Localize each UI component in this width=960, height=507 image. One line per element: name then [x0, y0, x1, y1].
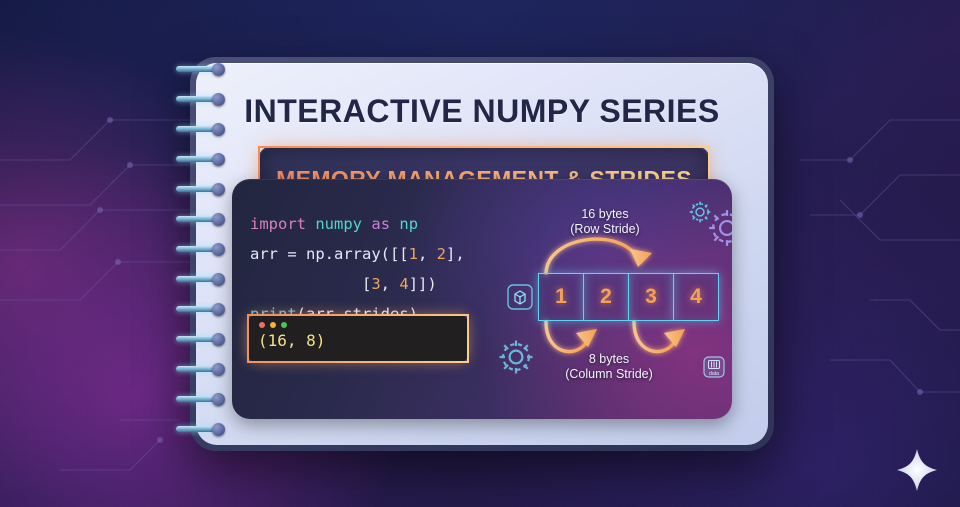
sparkle-icon: [897, 449, 937, 491]
content-panel: import numpy as np arr = np.array([[1, 2…: [232, 179, 732, 419]
code-bracket-close-row2: ]]): [408, 275, 437, 293]
code-separator: ,: [380, 275, 400, 293]
data-icon: data: [703, 356, 725, 378]
terminal-minimize-dot: [270, 322, 276, 328]
terminal-maximize-dot: [281, 322, 287, 328]
code-bracket-close-row1: ],: [446, 245, 465, 263]
spiral-ring: [176, 183, 228, 196]
row-stride-label: 16 bytes (Row Stride): [530, 207, 680, 237]
code-number-3: 3: [371, 275, 381, 293]
spiral-ring: [176, 93, 228, 106]
spiral-ring: [176, 423, 228, 436]
spiral-ring: [176, 333, 228, 346]
column-stride-caption: (Column Stride): [565, 367, 653, 381]
spiral-ring: [176, 153, 228, 166]
code-separator: ,: [417, 245, 437, 263]
memory-cell: 1: [538, 273, 584, 321]
gear-icon: [689, 201, 711, 223]
spiral-ring: [176, 393, 228, 406]
strides-diagram: 16 bytes (Row Stride) 8 bytes (Column St…: [499, 187, 732, 412]
code-number-2: 2: [436, 245, 446, 263]
spiral-ring: [176, 273, 228, 286]
spiral-ring: [176, 303, 228, 316]
code-assign-array: arr = np.array([[: [250, 245, 409, 263]
page-title: INTERACTIVE NUMPY SERIES: [244, 93, 720, 129]
spiral-ring: [176, 123, 228, 136]
code-number-1: 1: [408, 245, 418, 263]
spiral-ring: [176, 363, 228, 376]
code-keyword-import: import: [250, 215, 306, 233]
memory-cell: 4: [674, 273, 719, 321]
data-badge-text: data: [709, 371, 719, 377]
spiral-ring: [176, 243, 228, 256]
stride-arrows: [544, 237, 685, 354]
memory-cells-row: 1 2 3 4: [538, 273, 719, 321]
code-alias-np: np: [399, 215, 419, 233]
terminal-close-dot: [259, 322, 265, 328]
code-block: import numpy as np arr = np.array([[1, 2…: [250, 209, 500, 329]
row-stride-caption: (Row Stride): [570, 222, 640, 236]
row-stride-value: 16 bytes: [581, 207, 629, 221]
terminal-window-dots: [259, 322, 287, 328]
spiral-binding: [176, 63, 232, 448]
spiral-ring: [176, 63, 228, 76]
memory-cell: 2: [584, 273, 629, 321]
notebook-card: INTERACTIVE NUMPY SERIES MEMORY MANAGEME…: [190, 57, 774, 451]
notebook-page: INTERACTIVE NUMPY SERIES MEMORY MANAGEME…: [196, 63, 768, 445]
column-stride-value: 8 bytes: [588, 352, 630, 366]
code-keyword-as: as: [371, 215, 391, 233]
gear-icon: [709, 210, 732, 246]
code-module-numpy: numpy: [315, 215, 363, 233]
memory-cell: 3: [629, 273, 674, 321]
column-stride-label: 8 bytes (Column Stride): [534, 352, 684, 382]
terminal-output-box: (16, 8): [247, 314, 469, 363]
code-number-4: 4: [399, 275, 409, 293]
code-indent-row2: [: [250, 275, 372, 293]
spiral-ring: [176, 213, 228, 226]
gear-icon: [499, 340, 533, 374]
cube-icon: [507, 284, 533, 310]
terminal-output-text: (16, 8): [258, 331, 326, 350]
